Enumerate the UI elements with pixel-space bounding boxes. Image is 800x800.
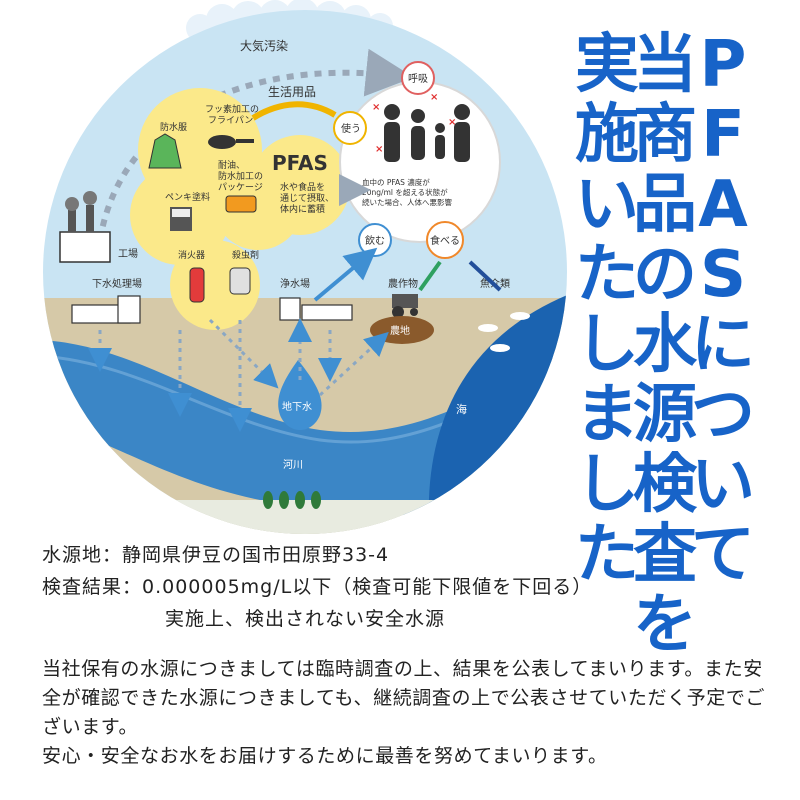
notice-text: 当社保有の水源につきましては臨時調査の上、結果を公表してまいります。また安全が確… — [42, 655, 782, 771]
title-char: い — [691, 448, 755, 522]
inspection-result: 検査結果：0.000005mg/L以下（検査可能下限値を下回る） — [42, 576, 593, 598]
paint-icon — [170, 207, 192, 231]
water-plant-label: 浄水場 — [280, 277, 310, 290]
insecticide-icon — [229, 267, 251, 295]
tractor-icon — [392, 294, 418, 318]
sewage-plant-icon — [71, 295, 141, 324]
factory-icon — [59, 191, 111, 263]
svg-text:×: × — [372, 102, 380, 113]
daily-goods-label: 生活用品 — [268, 85, 316, 99]
title-char: し — [575, 308, 639, 382]
svg-text:×: × — [430, 92, 438, 103]
people-icon — [384, 104, 470, 162]
frying-pan-label: フッ素加工のフライパン — [205, 103, 259, 126]
extinguisher-icon — [189, 267, 205, 303]
raincoat-label: 防水服 — [160, 121, 187, 133]
svg-text:×: × — [448, 117, 456, 128]
title-char: 水 — [633, 308, 697, 382]
title-char: つ — [691, 378, 755, 452]
water-source: 水源地：静岡県伊豆の国市田原野33-4 — [42, 544, 390, 566]
title-line-3: 実施いたしました — [552, 30, 662, 590]
air-pollution-label: 大気汚染 — [240, 38, 288, 53]
title-char: の — [633, 238, 697, 312]
sewage-label: 下水処理場 — [92, 277, 142, 290]
pfas-description: 水や食品を通じて摂取、体内に蓄積 — [280, 181, 334, 215]
pfas-label: PFAS — [272, 151, 328, 175]
title-char: A — [698, 168, 748, 242]
fish-icons — [478, 312, 530, 352]
paint-label: ペンキ塗料 — [165, 191, 210, 203]
inspection-result-note: 実施上、検出されない安全水源 — [165, 608, 446, 630]
raincoat-icon — [148, 133, 182, 169]
human-health-circle — [339, 81, 501, 243]
crops-label: 農作物 — [388, 277, 418, 290]
title-char: て — [691, 518, 755, 592]
title-char: 商 — [633, 98, 697, 172]
title-char: し — [575, 448, 639, 522]
groundwater-label: 地下水 — [282, 400, 312, 413]
title-char: い — [575, 168, 639, 242]
title-char: ま — [575, 378, 639, 452]
package-label: 耐油、防水加工のパッケージ — [218, 159, 263, 193]
title-char: た — [575, 518, 639, 592]
title-char: 品 — [633, 168, 697, 242]
extinguisher-label: 消火器 — [178, 249, 205, 261]
breath-label: 呼吸 — [408, 73, 428, 85]
water-plant-icon — [279, 297, 353, 321]
title-char: 施 — [575, 98, 639, 172]
package-icon — [225, 195, 257, 213]
title-char: 検 — [633, 448, 697, 522]
groundwater-drop — [278, 360, 322, 430]
trees-icon — [263, 491, 321, 509]
title-char: S — [699, 238, 747, 312]
svg-text:×: × — [375, 144, 383, 155]
factory-label: 工場 — [118, 247, 138, 260]
title-line-2: 当商品の水源検査を — [610, 30, 720, 660]
title-char: P — [699, 28, 747, 102]
frying-pan-icon — [208, 135, 254, 149]
title-char: 源 — [633, 378, 697, 452]
sea-label: 海 — [456, 402, 467, 416]
notice-paragraph-1: 当社保有の水源につきましては臨時調査の上、結果を公表してまいります。また安全が確… — [42, 658, 766, 738]
farmland-label: 農地 — [390, 324, 410, 337]
title-char: 実 — [575, 28, 639, 102]
river-label: 河川 — [283, 459, 303, 471]
use-label: 使う — [341, 122, 361, 135]
notice-paragraph-2: 安心・安全なお水をお届けするために最善を努めてまいります。 — [42, 745, 608, 767]
title-char: を — [633, 588, 697, 662]
pfas-cycle-diagram: 大気汚染 生活用品 防水服 フッ素加工のフライパン 耐油、防水加工のパッケージ … — [43, 0, 567, 534]
title-char: F — [701, 98, 745, 172]
drink-label: 飲む — [365, 234, 385, 247]
title-char: 当 — [633, 28, 697, 102]
eat-label: 食べる — [430, 234, 460, 247]
title-char: 査 — [633, 518, 697, 592]
pfas-products-cluster — [130, 88, 350, 330]
title-char: た — [575, 238, 639, 312]
title-char: に — [691, 308, 755, 382]
insecticide-label: 殺虫剤 — [232, 249, 259, 261]
